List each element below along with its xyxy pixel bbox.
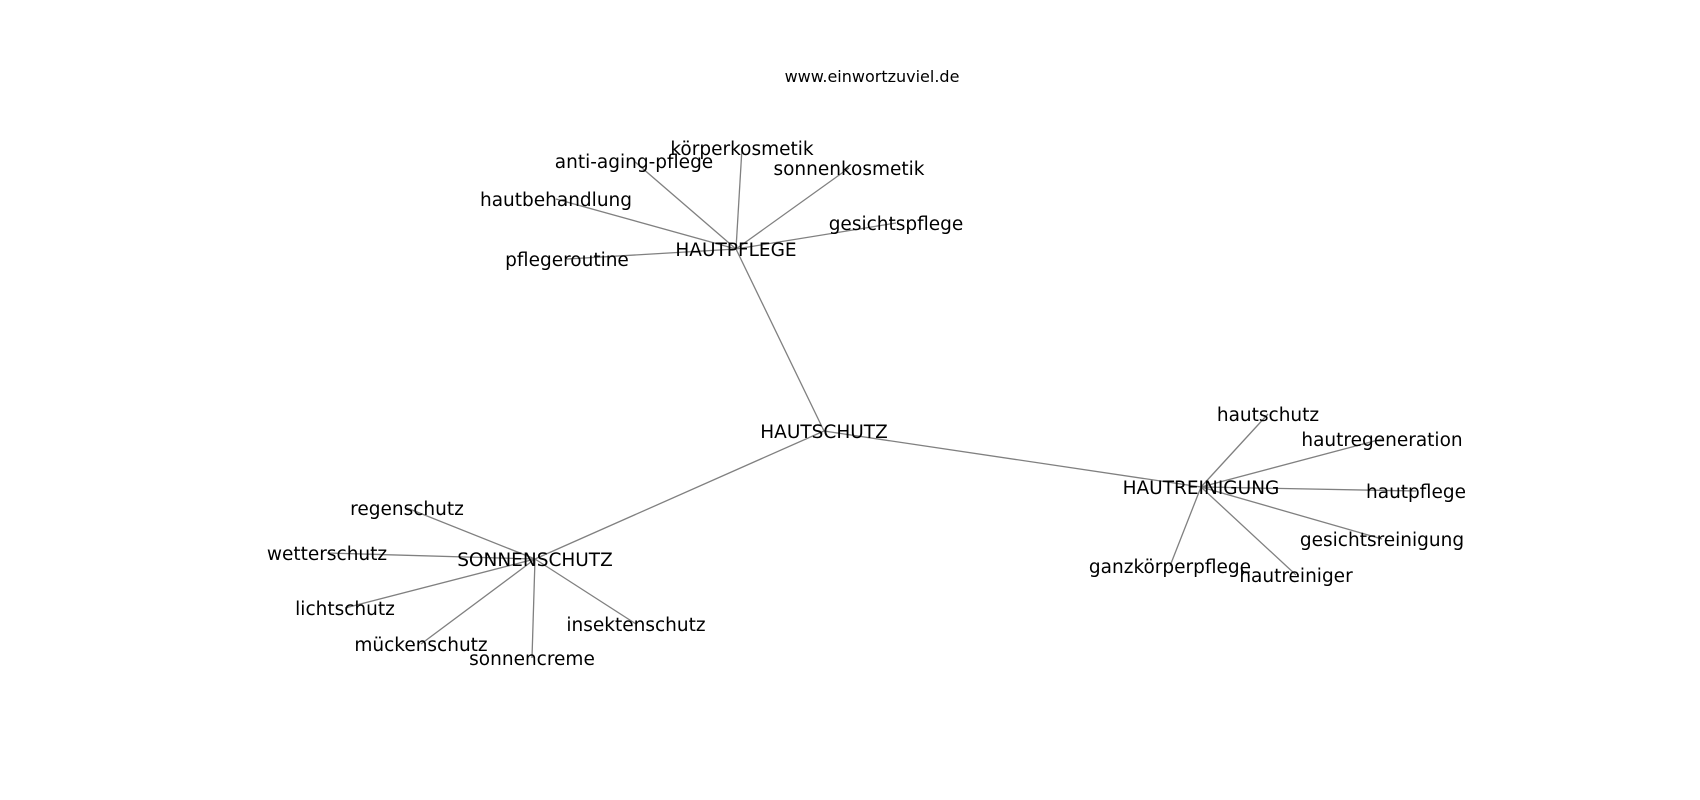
node-label-regenschutz: regenschutz — [350, 499, 464, 520]
edge-hautreinigung_hub-gesichtsreinigung — [1200, 486, 1383, 540]
edge-hautschutz_root-hautreinigung_hub — [823, 430, 1202, 488]
edge-hautpflege_hub-sonnenkosmetik — [735, 167, 850, 250]
node-label-hautbehandlung: hautbehandlung — [480, 190, 632, 211]
edge-hautreinigung_hub-hautpflege_leaf — [1200, 486, 1417, 492]
edge-hautpflege_hub-koerperkosmetik — [735, 147, 743, 250]
nodes-layer: HAUTSCHUTZ HAUTPFLEGE SONNENSCHUTZ HAUTREIN… — [267, 139, 1466, 670]
node-label-hautregeneration: hautregeneration — [1301, 430, 1462, 451]
edge-hautpflege_hub-gesichtspflege — [735, 222, 897, 250]
edge-hautreinigung_hub-hautschutz_leaf — [1200, 413, 1269, 488]
node-label-mueckenschutz: mückenschutz — [354, 635, 487, 656]
node-label-hautschutz_root: HAUTSCHUTZ — [760, 422, 888, 443]
edge-hautreinigung_hub-ganzkoerperpflege — [1169, 486, 1202, 567]
edge-hautreinigung_hub-hautregeneration — [1200, 438, 1383, 488]
edge-sonnenschutz_hub-mueckenschutz — [420, 558, 536, 645]
node-label-hautpflege_hub: HAUTPFLEGE — [675, 240, 796, 261]
node-label-sonnenkosmetik: sonnenkosmetik — [773, 159, 924, 180]
node-label-lichtschutz: lichtschutz — [295, 599, 395, 620]
node-label-insektenschutz: insektenschutz — [566, 615, 705, 636]
edge-hautschutz_root-sonnenschutz_hub — [534, 430, 825, 560]
edge-hautpflege_hub-anti_aging_pflege — [633, 160, 737, 250]
node-label-sonnencreme: sonnencreme — [469, 649, 595, 670]
node-label-koerperkosmetik: körperkosmetik — [670, 139, 814, 160]
edge-sonnenschutz_hub-wetterschutz — [326, 552, 536, 560]
edge-hautpflege_hub-hautbehandlung — [555, 198, 737, 250]
node-label-hautschutz_leaf: hautschutz — [1217, 405, 1319, 426]
edges-layer — [326, 147, 1417, 659]
node-label-hautreinigung_hub: HAUTREINIGUNG — [1123, 478, 1280, 499]
site-watermark: www.einwortzuviel.de — [785, 67, 960, 86]
edge-hautpflege_hub-pflegeroutine — [566, 248, 737, 260]
node-label-hautreiniger: hautreiniger — [1239, 566, 1353, 587]
edge-sonnenschutz_hub-insektenschutz — [534, 558, 637, 625]
node-label-anti_aging_pflege: anti-aging-pflege — [555, 152, 713, 173]
node-label-gesichtspflege: gesichtspflege — [829, 214, 964, 235]
edge-sonnenschutz_hub-regenschutz — [406, 507, 536, 560]
edge-sonnenschutz_hub-sonnencreme — [531, 558, 536, 659]
node-label-ganzkoerperpflege: ganzkörperpflege — [1089, 557, 1251, 578]
node-label-gesichtsreinigung: gesichtsreinigung — [1300, 530, 1464, 551]
node-label-hautpflege_leaf: hautpflege — [1366, 482, 1466, 503]
edge-hautreinigung_hub-hautreiniger — [1200, 486, 1297, 576]
node-label-wetterschutz: wetterschutz — [267, 544, 387, 565]
edge-hautschutz_root-hautpflege_hub — [735, 248, 825, 432]
node-label-sonnenschutz_hub: SONNENSCHUTZ — [457, 550, 613, 571]
edge-sonnenschutz_hub-lichtschutz — [344, 558, 536, 609]
node-label-pflegeroutine: pflegeroutine — [505, 250, 629, 271]
